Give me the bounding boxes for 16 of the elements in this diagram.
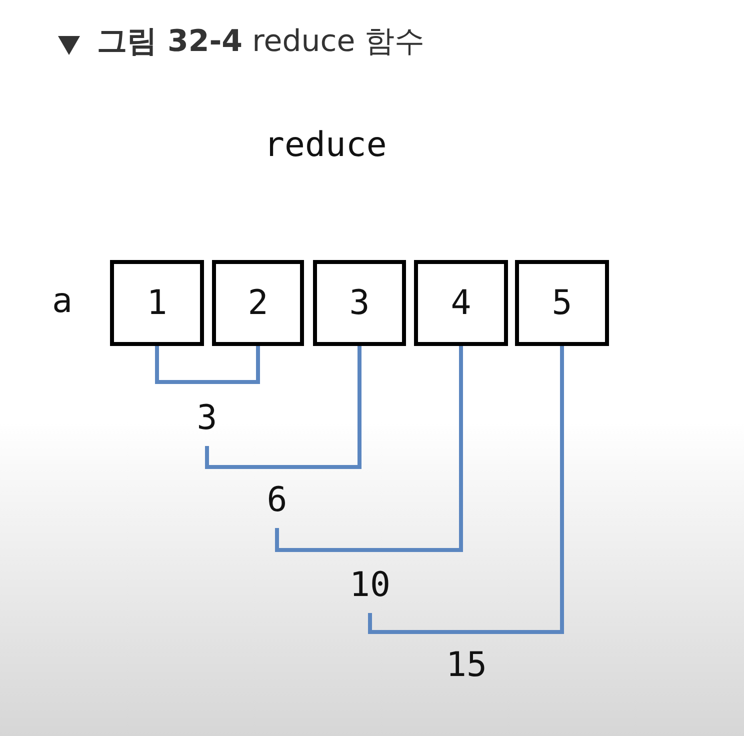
array-cell: 3 <box>313 260 406 346</box>
bracket-connector <box>155 346 260 384</box>
result-value: 15 <box>446 648 487 682</box>
bracket-connector <box>368 346 564 634</box>
array-cell: 2 <box>212 260 304 346</box>
bracket-connector <box>275 346 463 552</box>
result-value: 3 <box>185 398 229 446</box>
array-cell: 5 <box>515 260 609 346</box>
result-value: 6 <box>255 480 299 528</box>
bracket-connector <box>205 346 362 469</box>
figure-title: 그림 32-4 reduce 함수 <box>97 24 425 60</box>
array-name: a <box>52 284 72 318</box>
function-name: reduce <box>264 128 387 162</box>
result-value: 10 <box>343 565 397 613</box>
array-cell: 4 <box>414 260 508 346</box>
array-cell: 1 <box>110 260 204 346</box>
